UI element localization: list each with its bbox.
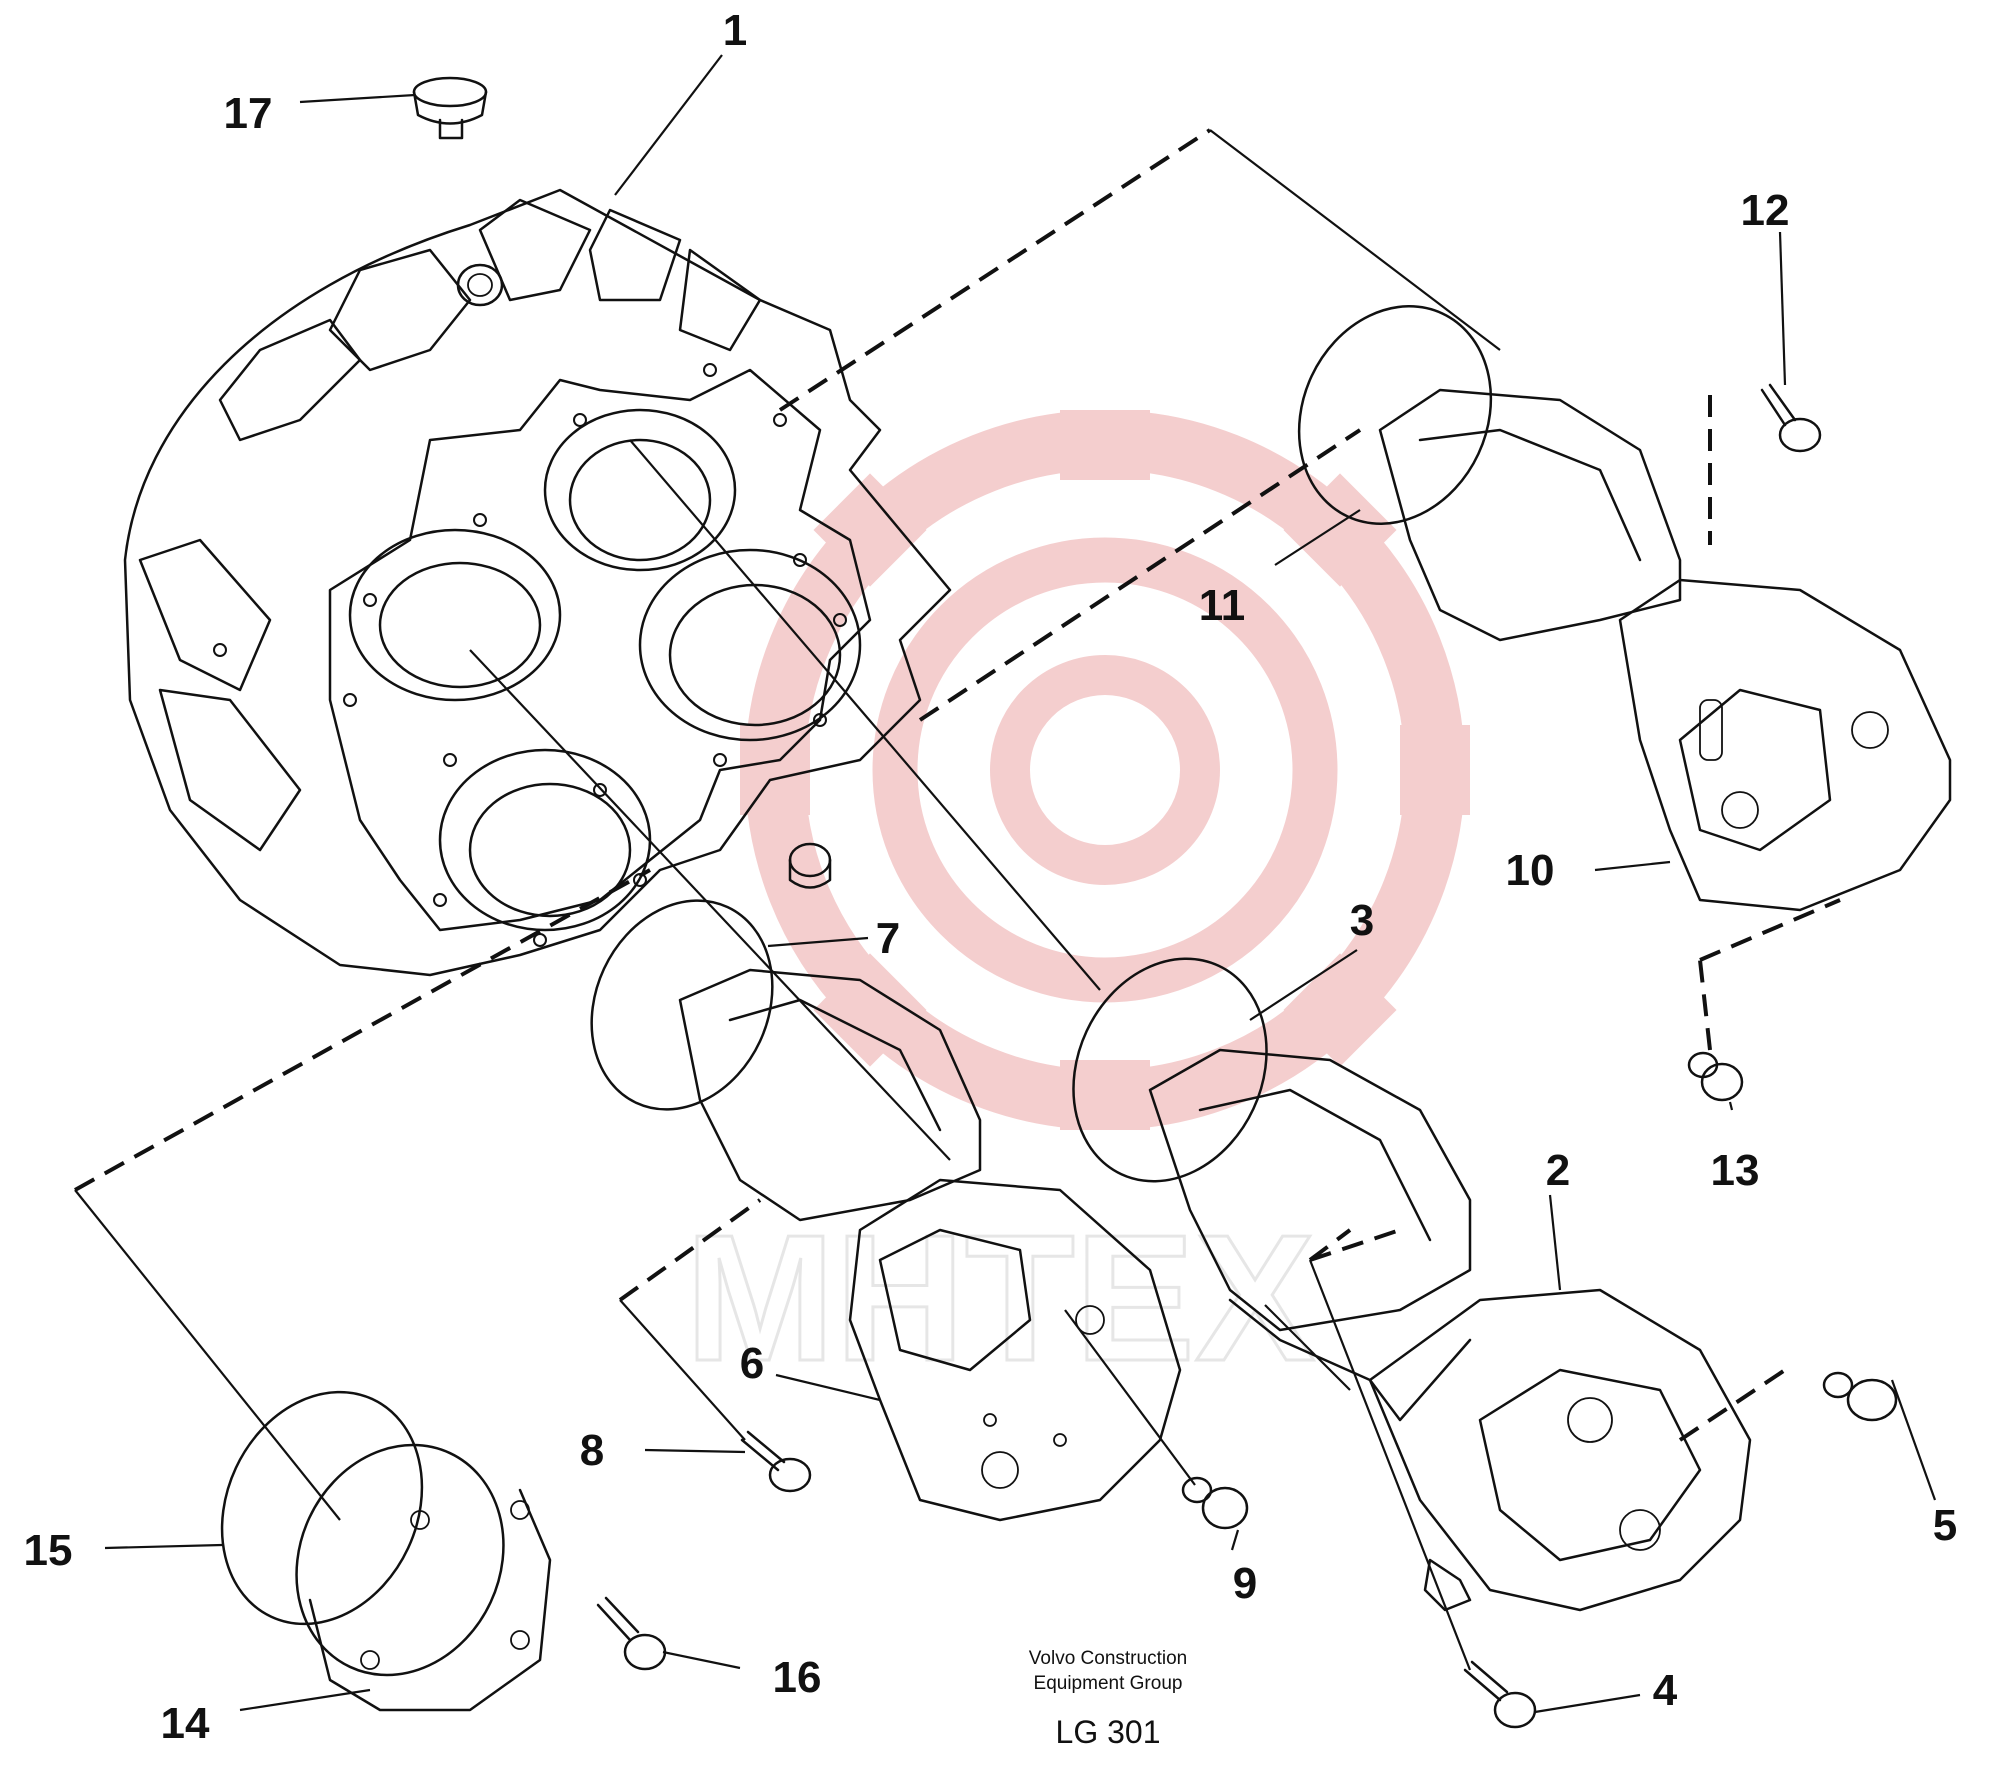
label-part-8: 8 bbox=[580, 1426, 604, 1475]
label-part-9: 9 bbox=[1233, 1559, 1257, 1608]
o-ring-part-3 bbox=[1072, 957, 1268, 1183]
caption-line-2: Equipment Group bbox=[1034, 1673, 1183, 1694]
caption-line-1: Volvo Construction bbox=[1029, 1648, 1187, 1669]
cover-part-14 bbox=[295, 1443, 552, 1712]
bolt-part-12 bbox=[1760, 383, 1822, 453]
watermark-gear-icon bbox=[740, 410, 1470, 1130]
label-part-14: 14 bbox=[161, 1699, 210, 1748]
bolt-part-8 bbox=[740, 1430, 812, 1493]
o-ring-part-15 bbox=[220, 1390, 424, 1626]
o-ring-part-11 bbox=[1297, 305, 1493, 525]
plug-part-9 bbox=[1181, 1476, 1249, 1530]
label-part-4: 4 bbox=[1653, 1666, 1678, 1715]
drawing-code: LG 301 bbox=[1056, 1714, 1161, 1750]
plug-icon bbox=[788, 842, 832, 889]
label-part-12: 12 bbox=[1741, 186, 1790, 235]
label-part-10: 10 bbox=[1506, 846, 1555, 895]
label-part-11: 11 bbox=[1199, 581, 1246, 630]
assembly-lines bbox=[74, 128, 1841, 1671]
label-part-6: 6 bbox=[740, 1339, 764, 1388]
label-part-2: 2 bbox=[1546, 1146, 1570, 1195]
label-part-17: 17 bbox=[224, 89, 273, 138]
o-ring-part-7 bbox=[590, 899, 774, 1111]
plug-part-13 bbox=[1687, 1051, 1744, 1102]
label-part-13: 13 bbox=[1711, 1146, 1760, 1195]
label-part-3: 3 bbox=[1350, 896, 1374, 945]
label-part-1: 1 bbox=[723, 6, 747, 55]
bolt-part-16 bbox=[596, 1596, 667, 1671]
motor-part-2 bbox=[1148, 1048, 1752, 1612]
motor-part-10 bbox=[1378, 388, 1952, 912]
housing-bolt-holes bbox=[213, 363, 847, 947]
motor-part-6 bbox=[678, 968, 1182, 1522]
bolt-part-4 bbox=[1463, 1660, 1537, 1729]
filler-cap-part-17 bbox=[412, 76, 488, 140]
label-part-15: 15 bbox=[24, 1526, 73, 1575]
label-part-7: 7 bbox=[876, 914, 900, 963]
plug-part-5 bbox=[1822, 1371, 1898, 1422]
label-part-16: 16 bbox=[773, 1653, 822, 1702]
label-part-5: 5 bbox=[1933, 1501, 1957, 1550]
watermark-text: MHTEX bbox=[685, 1198, 1315, 1399]
label-leaders bbox=[104, 54, 1937, 1714]
